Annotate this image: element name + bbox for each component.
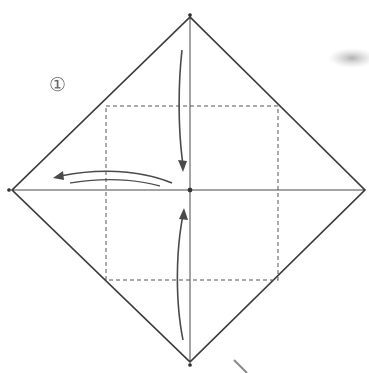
step-number: ① [49,76,66,95]
background-smudge-right [328,48,369,68]
dashed-guide-square [106,106,278,280]
curved-arrow-icon [178,50,187,172]
left-corner-dot [7,188,11,192]
curved-arrow-icon [177,208,188,340]
center-point-dot [188,188,193,193]
bottom-corner-dot [188,363,192,367]
top-corner-dot [188,13,192,17]
curved-arrow-icon [53,171,172,186]
background-stroke-bottom [234,360,247,373]
